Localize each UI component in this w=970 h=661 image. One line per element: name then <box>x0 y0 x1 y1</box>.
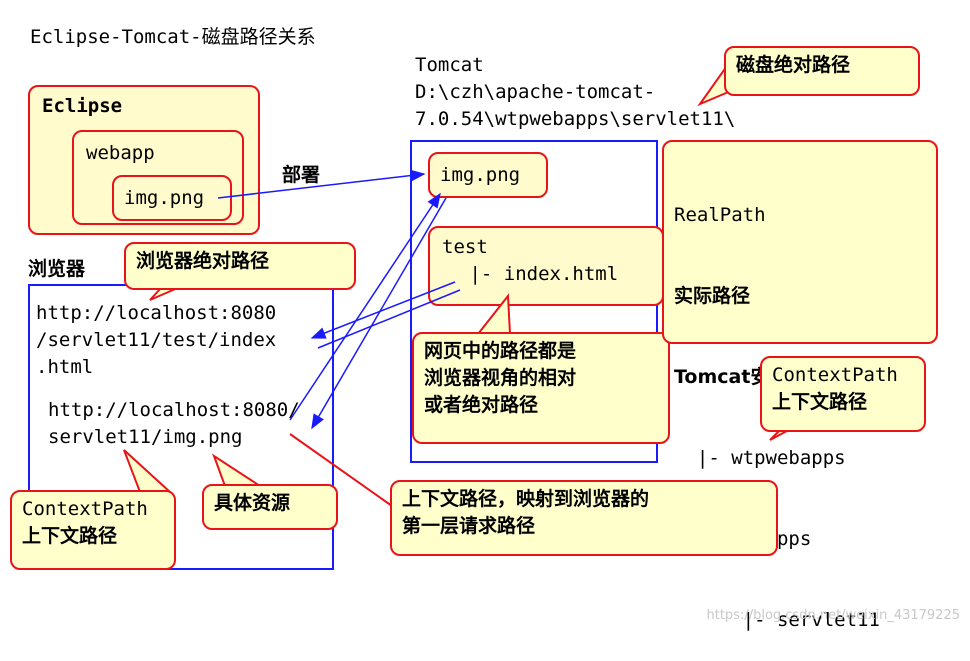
resource-text: 具体资源 <box>214 492 291 514</box>
eclipse-img-label: img.png <box>124 187 205 209</box>
webpath-line1: 网页中的路径都是 <box>424 340 577 362</box>
webapp-label: webapp <box>86 142 155 164</box>
index-arrow-back <box>317 289 461 349</box>
url1-line3: .html <box>36 356 94 378</box>
tomcat-img-label: img.png <box>440 164 521 186</box>
realpath-line2: 实际路径 <box>674 285 751 307</box>
disk-abs-callout: 磁盘绝对路径 <box>724 46 920 96</box>
browser-abs-callout: 浏览器绝对路径 <box>124 242 356 290</box>
url1-line2: /servlet11/test/index <box>36 329 277 351</box>
webpath-line2: 浏览器视角的相对 <box>424 367 577 389</box>
img-arrow-up <box>289 192 441 421</box>
tomcat-line1: Tomcat <box>415 54 484 76</box>
eclipse-img-box <box>112 175 232 221</box>
ctx-left-line2: 上下文路径 <box>22 525 118 547</box>
webpath-tail <box>475 293 512 335</box>
ctx-right-line2: 上下文路径 <box>772 391 868 413</box>
eclipse-label: Eclipse <box>42 95 123 117</box>
browser-label: 浏览器 <box>28 258 86 280</box>
resource-tail <box>212 453 264 487</box>
url2-line2: servlet11/img.png <box>48 426 243 448</box>
realpath-line6: |- servlet11 <box>674 609 880 631</box>
webpath-line3: 或者绝对路径 <box>424 394 539 416</box>
mapping-line <box>289 433 393 507</box>
index-arrow-to-browser <box>310 281 456 339</box>
mapping-callout: 上下文路径，映射到浏览器的 第一层请求路径 <box>390 480 778 556</box>
realpath-line1: RealPath <box>674 204 766 226</box>
img-arrow-down <box>311 197 447 430</box>
ctx-left-callout: ContextPath 上下文路径 <box>10 490 176 570</box>
ctx-left-line1: ContextPath <box>22 498 148 520</box>
test-label: test <box>442 236 488 258</box>
resource-callout: 具体资源 <box>202 484 338 530</box>
watermark: https://blog.csdn.net/weixin_43179225 <box>706 608 960 623</box>
ctx-right-callout: ContextPath 上下文路径 <box>760 356 926 432</box>
test-box <box>428 226 664 306</box>
webpath-callout: 网页中的路径都是 浏览器视角的相对 或者绝对路径 <box>412 332 670 444</box>
realpath-callout: RealPath 实际路径 Tomcat安装目录 |- wtpwebapps |… <box>662 140 938 631</box>
browser-abs-text: 浏览器绝对路径 <box>136 250 270 272</box>
ctx-right-line1: ContextPath <box>772 364 898 386</box>
deploy-arrow <box>217 169 426 199</box>
disk-abs-text: 磁盘绝对路径 <box>736 54 851 76</box>
mapping-line1: 上下文路径，映射到浏览器的 <box>402 488 650 510</box>
mapping-line2: 第一层请求路径 <box>402 515 536 537</box>
url2-line1: http://localhost:8080/ <box>48 399 300 421</box>
deploy-label: 部署 <box>282 164 321 186</box>
ctx-left-tail <box>123 449 173 493</box>
realpath-line4: |- wtpwebapps <box>674 447 846 469</box>
page-title: Eclipse-Tomcat-磁盘路径关系 <box>30 26 316 48</box>
tomcat-line3: 7.0.54\wtpwebapps\servlet11\ <box>415 108 736 130</box>
test-index-label: |- index.html <box>458 263 619 285</box>
url1-line1: http://localhost:8080 <box>36 302 277 324</box>
tomcat-line2: D:\czh\apache-tomcat- <box>415 81 656 103</box>
tomcat-img-box <box>428 152 548 198</box>
